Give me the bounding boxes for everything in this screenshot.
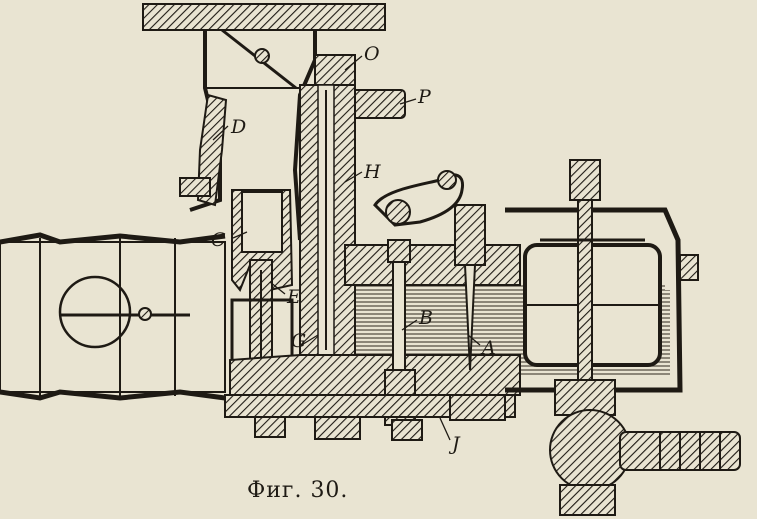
bottom-channel — [224, 394, 516, 441]
idle-system — [299, 54, 406, 356]
air-intake-pipe — [0, 232, 226, 401]
figure-caption: Фиг. 30. — [247, 478, 348, 503]
adjusting-needle — [454, 204, 486, 371]
label-leaders — [212, 55, 481, 441]
label-o: O — [364, 43, 380, 65]
label-b: B — [418, 307, 433, 329]
label-d: D — [230, 116, 246, 138]
label-c: C — [211, 229, 226, 251]
fuel-inlet-fitting — [549, 379, 741, 516]
label-j: J — [448, 433, 461, 455]
label-a: A — [480, 337, 496, 359]
lever-bracket — [373, 170, 465, 227]
label-h: H — [363, 161, 381, 183]
housing-wall — [179, 93, 228, 207]
label-g: G — [291, 330, 306, 352]
label-e: E — [286, 286, 301, 308]
label-p: P — [417, 86, 432, 108]
